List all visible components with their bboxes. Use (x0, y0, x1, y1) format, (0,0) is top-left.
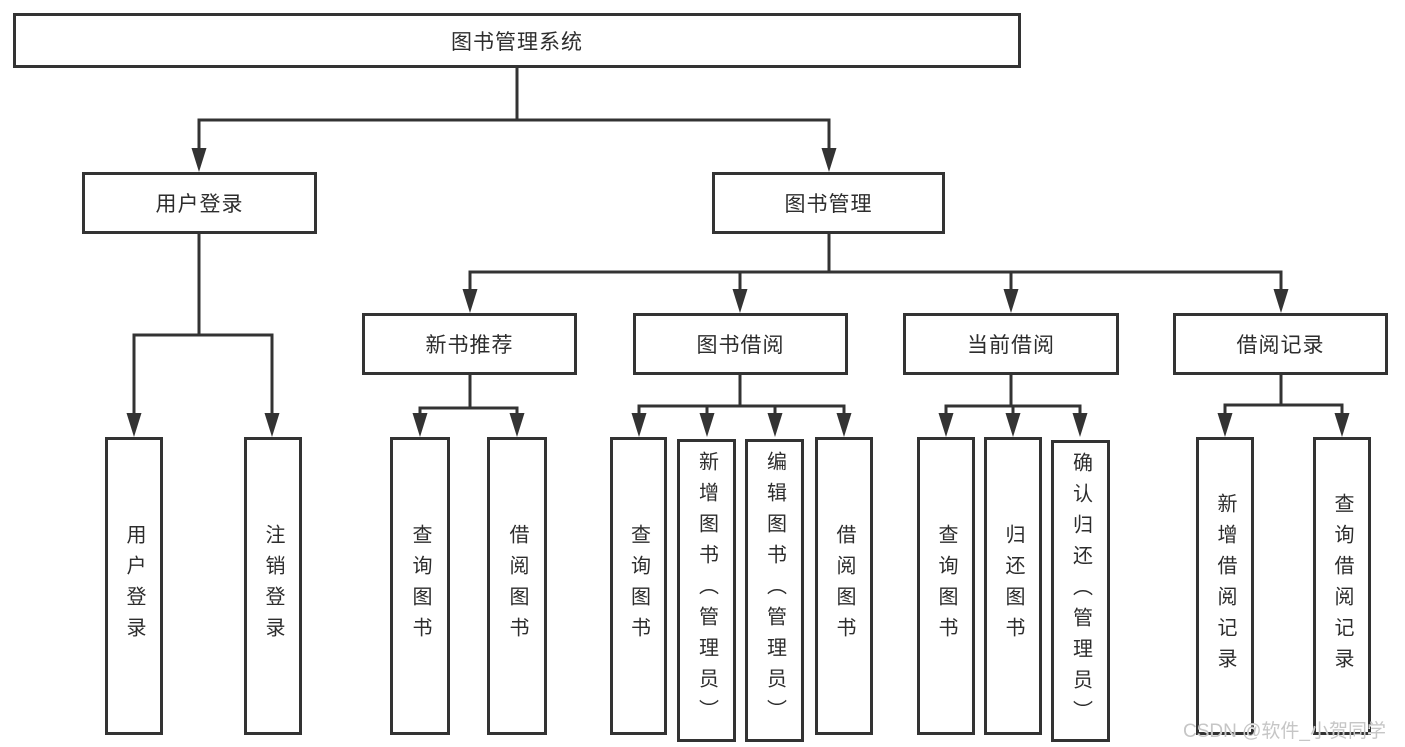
connector-user-login-to-children (126, 232, 280, 437)
node-current: 当前借阅 (903, 313, 1119, 375)
arrowhead (1273, 289, 1289, 313)
node-bw-borrow-label: 借阅图书 (833, 524, 855, 648)
connector-line (132, 232, 274, 415)
connector-line (637, 373, 846, 415)
node-bw-edit-label: 编辑图书（管理员） (763, 451, 786, 730)
arrowhead (1005, 413, 1021, 437)
node-user-login: 用户登录 (82, 172, 317, 234)
node-user-login-label: 用户登录 (155, 193, 244, 216)
connector-records-to-children (1217, 373, 1350, 437)
arrowhead (699, 413, 715, 437)
connector-line (197, 66, 831, 150)
connector-book-mgmt-to-level3 (462, 232, 1289, 313)
node-bw-edit: 编辑图书（管理员） (745, 439, 804, 742)
node-cur-query: 查询图书 (917, 437, 975, 735)
node-cur-confirm: 确认归还（管理员） (1051, 440, 1110, 742)
node-root-label: 图书管理系统 (451, 30, 583, 54)
arrowhead (264, 413, 280, 437)
node-book-mgmt-label: 图书管理 (784, 193, 873, 216)
node-rec-add: 新增借阅记录 (1196, 437, 1254, 735)
node-bw-query-label: 查询图书 (627, 524, 650, 648)
node-borrow-label: 图书借阅 (696, 334, 785, 357)
connector-line (944, 373, 1082, 415)
arrowhead (732, 289, 748, 313)
connector-new-book-to-children (412, 373, 525, 437)
arrowhead (631, 413, 647, 437)
arrowhead (1072, 413, 1088, 437)
node-rec-add-label: 新增借阅记录 (1214, 493, 1236, 679)
arrowhead (836, 413, 852, 437)
node-nb-query-label: 查询图书 (409, 524, 431, 648)
arrowhead (509, 413, 525, 437)
node-new-book-label: 新书推荐 (425, 334, 514, 357)
arrowhead (412, 413, 428, 437)
connector-root-to-level2 (191, 66, 837, 172)
node-cur-confirm-label: 确认归还（管理员） (1069, 451, 1092, 731)
arrowhead (1003, 289, 1019, 313)
node-ul-login: 用户登录 (105, 437, 163, 735)
node-rec-query: 查询借阅记录 (1313, 437, 1371, 735)
node-current-label: 当前借阅 (967, 334, 1055, 357)
node-root: 图书管理系统 (13, 13, 1021, 68)
connector-line (468, 232, 1283, 291)
node-bw-query: 查询图书 (610, 437, 667, 735)
arrowhead (191, 148, 207, 172)
connector-borrow-to-children (631, 373, 852, 437)
node-ul-login-label: 用户登录 (123, 524, 145, 648)
node-new-book: 新书推荐 (362, 313, 577, 375)
node-nb-borrow-label: 借阅图书 (506, 524, 528, 648)
connector-current-to-children (938, 373, 1088, 437)
node-book-mgmt: 图书管理 (712, 172, 945, 234)
arrowhead (821, 148, 837, 172)
node-bw-borrow: 借阅图书 (815, 437, 873, 735)
node-rec-query-label: 查询借阅记录 (1331, 493, 1353, 679)
connector-line (418, 373, 519, 415)
node-cur-return-label: 归还图书 (1002, 524, 1024, 648)
connector-line (1223, 373, 1344, 415)
node-nb-borrow: 借阅图书 (487, 437, 547, 735)
arrowhead (767, 413, 783, 437)
arrowhead (1217, 413, 1233, 437)
arrowhead (938, 413, 954, 437)
node-nb-query: 查询图书 (390, 437, 450, 735)
node-bw-add: 新增图书（管理员） (677, 439, 736, 742)
node-records-label: 借阅记录 (1236, 334, 1325, 357)
node-records: 借阅记录 (1173, 313, 1388, 375)
node-ul-logout-label: 注销登录 (262, 524, 284, 648)
node-ul-logout: 注销登录 (244, 437, 302, 735)
node-cur-return: 归还图书 (984, 437, 1042, 735)
arrowhead (462, 289, 478, 313)
node-borrow: 图书借阅 (633, 313, 848, 375)
arrowhead (1334, 413, 1350, 437)
node-bw-add-label: 新增图书（管理员） (695, 451, 718, 730)
node-cur-query-label: 查询图书 (935, 524, 957, 648)
arrowhead (126, 413, 142, 437)
